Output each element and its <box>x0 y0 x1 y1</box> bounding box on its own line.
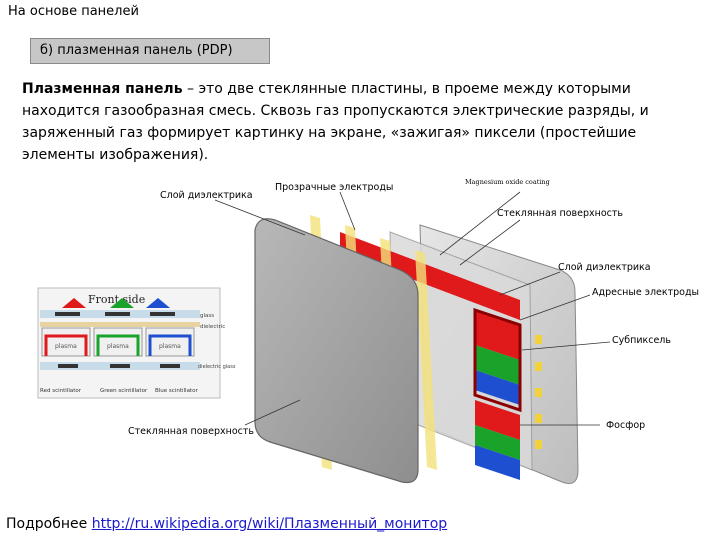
label-phosphor: Фосфор <box>606 420 646 431</box>
inset-blue-label: Blue scintillator <box>155 388 198 394</box>
address-electrodes <box>535 335 542 449</box>
label-magnesium-coating: Magnesium oxide coating <box>465 178 550 186</box>
label-dielectric-left: Слой диэлектрика <box>160 190 253 201</box>
subtitle-box: б) плазменная панель (PDP) <box>30 38 270 64</box>
label-glass-surface-bottom: Стеклянная поверхность <box>128 426 255 437</box>
description-term: Плазменная панель <box>22 81 183 97</box>
description-text: – это две стеклянные пластины, в проеме … <box>22 81 649 163</box>
inset-dielectric-label: dielectric <box>200 324 225 330</box>
inset-dielectric-glass-label: dielectric glass <box>198 364 236 370</box>
wikipedia-link[interactable]: http://ru.wikipedia.org/wiki/Плазменный_… <box>91 516 448 532</box>
inset-plasma-2: plasma <box>107 343 129 350</box>
green-cells-row <box>475 345 520 460</box>
cross-section-inset: Front side plasma plasma plasma glass di… <box>37 287 236 399</box>
label-glass-surface-right: Стеклянная поверхность <box>497 208 624 219</box>
subpixel-highlight <box>473 307 522 413</box>
inset-green-label: Green scintillator <box>100 388 148 394</box>
inset-title: Front side <box>88 293 145 306</box>
footer: Подробнее http://ru.wikipedia.org/wiki/П… <box>6 516 447 532</box>
footer-prefix: Подробнее <box>6 516 92 532</box>
description-paragraph: Плазменная панель – это две стеклянные п… <box>22 78 702 166</box>
section-title: На основе панелей <box>8 4 139 19</box>
inset-red-label: Red scintillator <box>40 388 82 394</box>
subtitle-label: б) плазменная панель (PDP) <box>40 43 233 58</box>
label-dielectric-right: Слой диэлектрика <box>558 262 651 273</box>
label-transparent-electrodes: Прозрачные электроды <box>275 182 394 193</box>
plasma-panel-diagram: Front side plasma plasma plasma glass di… <box>0 170 720 515</box>
label-subpixel: Субпиксель <box>612 335 671 346</box>
inset-plasma-3: plasma <box>159 343 181 350</box>
front-glass <box>254 218 419 484</box>
blue-cells-row <box>475 370 520 480</box>
leader-lines <box>214 191 611 426</box>
diagram-svg: Front side plasma plasma plasma glass di… <box>37 191 611 484</box>
inset-glass-label: glass <box>200 313 214 319</box>
inset-plasma-1: plasma <box>55 343 77 350</box>
label-address-electrodes: Адресные электроды <box>592 287 700 298</box>
